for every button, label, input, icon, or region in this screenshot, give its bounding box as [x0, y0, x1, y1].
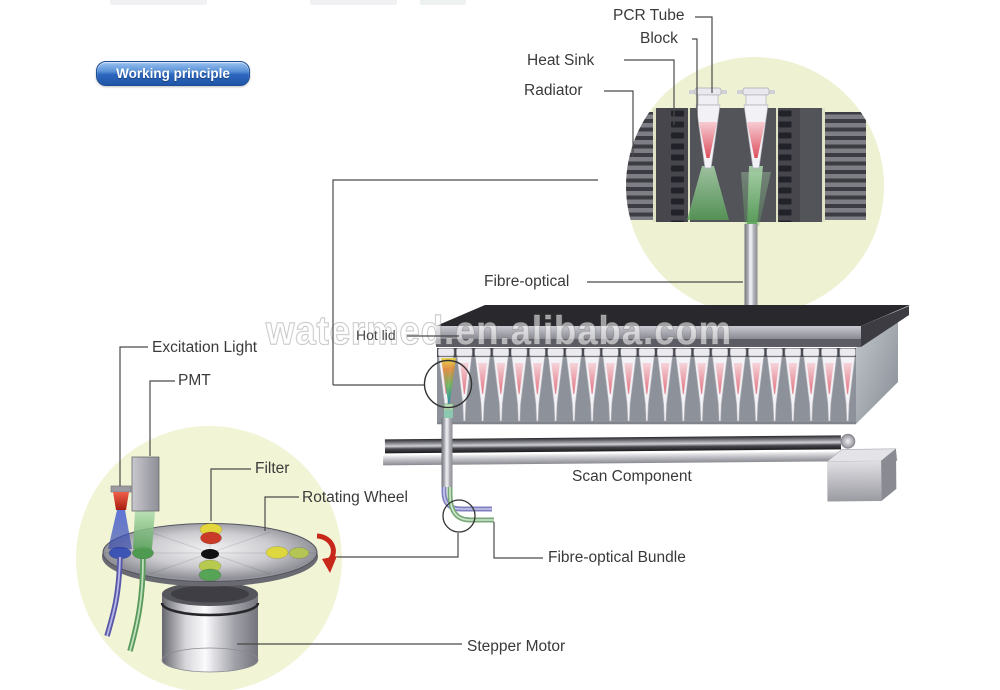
filter-dot-red [200, 531, 222, 545]
label-stepper-motor: Stepper Motor [467, 638, 566, 655]
excitation-led [108, 485, 132, 549]
top-cropped-bar-3 [420, 0, 466, 5]
pcr-tube-right [737, 87, 775, 169]
heat-sink-right [778, 108, 800, 222]
wheel-fibre-tubes [104, 556, 146, 652]
emission-beam [133, 511, 155, 549]
label-excitation-light: Excitation Light [152, 339, 258, 356]
fibre-optical-rod [744, 224, 758, 315]
label-radiator: Radiator [524, 82, 583, 99]
label-pcr-tube: PCR Tube [613, 7, 685, 24]
magnifier-circle-tube [423, 359, 473, 409]
rotation-arrow-icon [316, 533, 337, 573]
top-cropped-bar-1 [110, 0, 207, 5]
label-rotating-wheel: Rotating Wheel [302, 489, 408, 506]
block-cross-section-detail [626, 57, 884, 315]
filter-dot-green2 [198, 568, 222, 582]
pcr-block-3d [436, 305, 910, 425]
stepper-motor [160, 582, 260, 673]
scanned-tube-highlight [441, 358, 456, 408]
light-beam-left [687, 166, 729, 220]
label-filter: Filter [255, 460, 290, 477]
scan-component [383, 433, 898, 502]
pcr-tube-left [689, 87, 727, 169]
filter-dot-yellow-green2 [288, 547, 310, 559]
excitation-beam [108, 510, 132, 549]
label-pmt: PMT [178, 372, 211, 389]
watermark: watermed.en.alibaba.com [265, 309, 732, 353]
pmt-detector [131, 456, 160, 549]
magnifier-circle-bundle [442, 499, 476, 533]
label-scan-component: Scan Component [572, 468, 692, 485]
heat-sink-left [656, 108, 688, 222]
tube-row [437, 348, 856, 424]
connector-lines [119, 16, 743, 645]
light-beam-right [747, 166, 763, 226]
label-fibre-optical-bundle: Fibre-optical Bundle [548, 549, 686, 566]
top-cropped-bar-2 [310, 0, 397, 5]
radiator-fins-right [825, 112, 866, 220]
hot-lid [436, 305, 910, 347]
filter-dot-yellow2 [265, 546, 289, 559]
label-hot-lid: Hot lid [356, 327, 396, 343]
label-block: Block [640, 30, 678, 47]
working-principle-button[interactable]: Working principle [96, 61, 250, 86]
rotating-wheel [102, 523, 318, 587]
label-fibre-optical: Fibre-optical [484, 273, 570, 290]
wheel-axle [201, 549, 219, 559]
label-heat-sink: Heat Sink [527, 52, 595, 69]
